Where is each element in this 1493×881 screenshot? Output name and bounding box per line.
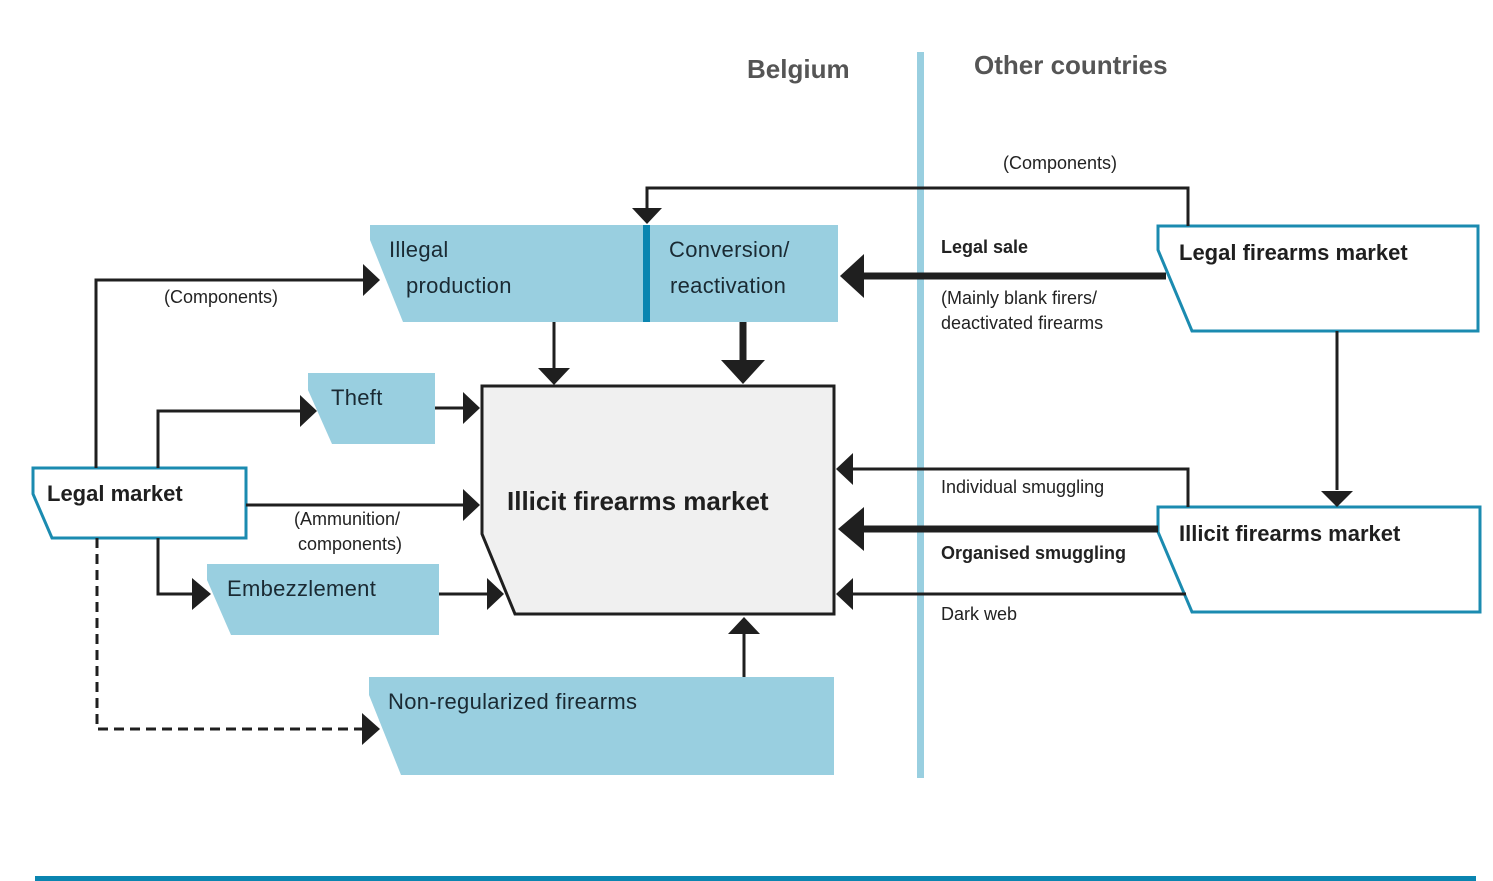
conversion-label-line1: Conversion/	[669, 237, 790, 262]
region-label-belgium: Belgium	[747, 54, 850, 84]
arrowhead-right	[363, 264, 380, 296]
arrowhead-down-large	[721, 360, 765, 384]
illegal-production-label-line1: Illegal	[389, 237, 449, 262]
arrowhead-left-large	[838, 507, 864, 551]
legal-market-node[interactable]	[31, 466, 248, 540]
dark-web-label: Dark web	[941, 604, 1018, 624]
individual-smuggling-label: Individual smuggling	[941, 477, 1105, 497]
arrowhead-up	[728, 617, 760, 634]
theft-label: Theft	[331, 385, 383, 410]
arrowhead-right	[192, 578, 211, 610]
ammunition-label-line1: (Ammunition/	[294, 509, 401, 529]
legal-sale-label: Legal sale	[941, 237, 1029, 257]
theft-node[interactable]	[308, 373, 435, 444]
arrowhead-down	[1321, 491, 1353, 507]
non-regularized-node[interactable]	[369, 677, 834, 775]
arrowhead-down	[632, 208, 662, 224]
components-abroad-connector	[645, 186, 1190, 226]
illicit-market-abroad-label: Illicit firearms market	[1179, 521, 1401, 546]
arrowhead-left	[836, 578, 853, 610]
region-label-other-countries: Other countries	[974, 50, 1168, 80]
embezzlement-connector	[156, 538, 195, 596]
arrowhead-down	[538, 368, 570, 385]
ammunition-label-line2: components)	[298, 534, 403, 554]
legal-market-label: Legal market	[47, 481, 183, 506]
arrowhead-right	[463, 489, 480, 521]
components-abroad-label: (Components)	[1003, 153, 1118, 173]
organised-smuggling-label: Organised smuggling	[941, 543, 1127, 563]
non-regularized-dashed-connector	[95, 538, 365, 731]
components-legal-connector	[94, 278, 365, 468]
region-divider	[917, 52, 924, 778]
individual-smuggling-connector	[852, 467, 1190, 507]
theft-connector	[156, 409, 303, 468]
arrowhead-right	[300, 395, 317, 427]
illegal-production-node[interactable]	[370, 225, 645, 322]
illegal-production-label-line2: production	[406, 273, 512, 298]
arrowhead-right	[487, 578, 504, 610]
non-regularized-label: Non-regularized firearms	[388, 689, 638, 714]
production-conversion-separator	[643, 225, 650, 322]
arrowhead-right	[463, 392, 480, 424]
arrowhead-left-large	[840, 254, 864, 298]
arrowhead-left	[836, 453, 853, 485]
illicit-market-center-node[interactable]	[480, 384, 836, 616]
legal-firearms-market-abroad-node[interactable]	[1156, 224, 1480, 333]
legal-sale-note-line2: deactivated firearms	[941, 313, 1104, 333]
illicit-market-center-label: Illicit firearms market	[507, 486, 769, 516]
bottom-accent-rule	[35, 876, 1476, 881]
conversion-label-line2: reactivation	[670, 273, 787, 298]
embezzlement-node[interactable]	[207, 564, 439, 635]
components-legal-label: (Components)	[164, 287, 279, 307]
legal-firearms-market-abroad-label: Legal firearms market	[1179, 240, 1408, 265]
legal-sale-note-line1: (Mainly blank firers/	[941, 288, 1098, 308]
conversion-node[interactable]	[649, 225, 838, 322]
embezzlement-label: Embezzlement	[227, 576, 377, 601]
arrowhead-right	[362, 713, 380, 745]
